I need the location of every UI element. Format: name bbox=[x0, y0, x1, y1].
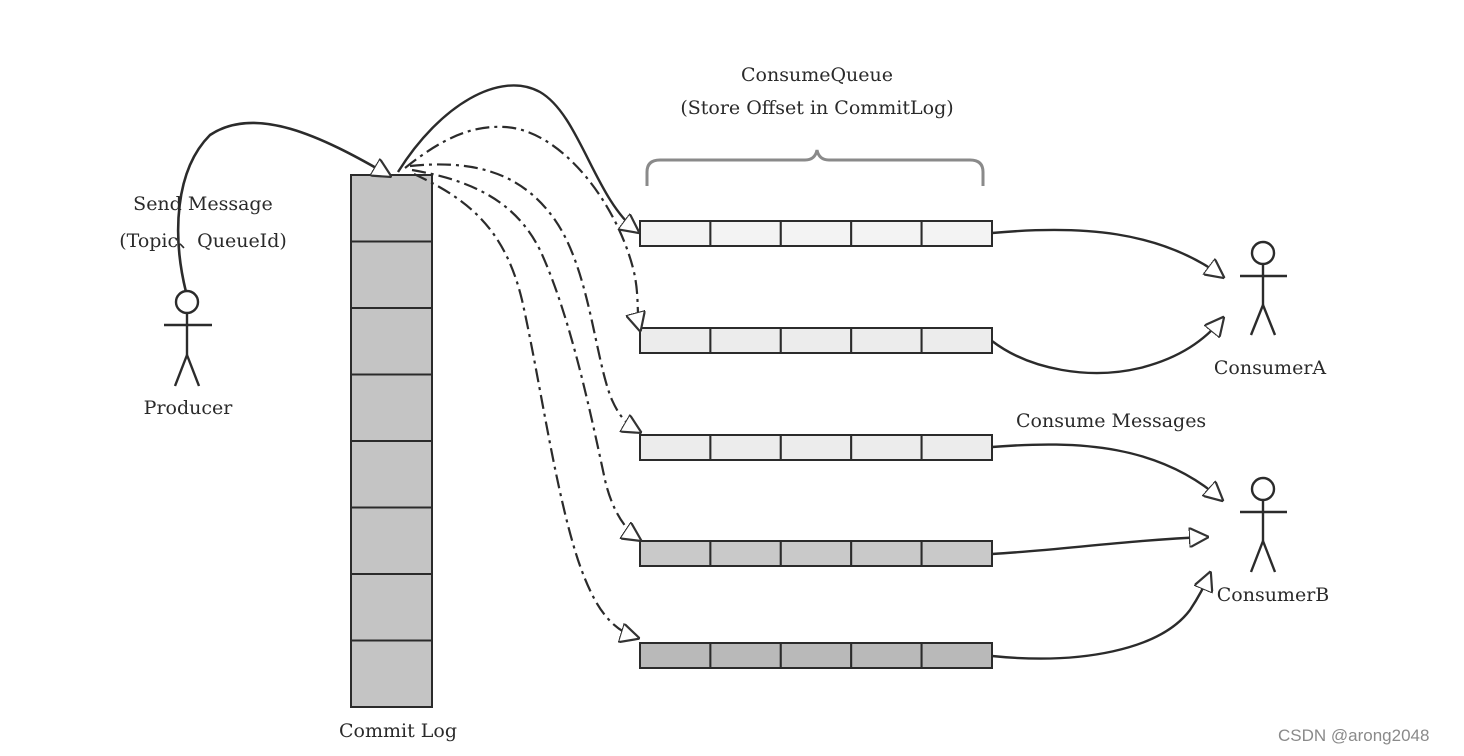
send-message-params: (Topic、QueueId) bbox=[119, 230, 287, 252]
consume-queue-cell bbox=[850, 434, 923, 461]
commit-log-cell bbox=[350, 240, 433, 309]
send-message-arrow bbox=[176, 121, 390, 293]
consume-queue-cell bbox=[920, 220, 993, 247]
consume-queue-cell bbox=[920, 642, 993, 669]
commit-log-cell bbox=[350, 573, 433, 642]
consume-queue-cell bbox=[779, 642, 853, 669]
consume-queue-cell bbox=[639, 642, 712, 669]
commit-log-cell bbox=[350, 373, 433, 442]
commit-log-cell bbox=[350, 174, 433, 243]
dispatch-arrow-queue-3 bbox=[409, 163, 640, 432]
consume-queue-cell bbox=[639, 327, 712, 354]
consume-queue-cell bbox=[639, 540, 712, 567]
consume-queue-cell bbox=[920, 327, 993, 354]
consumer-a-actor bbox=[1240, 240, 1287, 336]
consume-queue-cell bbox=[779, 540, 853, 567]
consume-queue-cell bbox=[779, 220, 853, 247]
send-message-label: Send Message bbox=[133, 193, 273, 215]
consume-queue-4 bbox=[639, 540, 993, 567]
consume-queue-cell bbox=[850, 327, 923, 354]
dispatch-arrow-queue-5 bbox=[413, 173, 638, 638]
consume-queue-title: ConsumeQueue bbox=[741, 64, 893, 86]
consume-queue-cell bbox=[709, 327, 782, 354]
dispatch-arrow-queue-4 bbox=[411, 168, 640, 540]
dispatch-arrow-queue-1 bbox=[396, 84, 638, 232]
watermark: CSDN @arong2048 bbox=[1278, 726, 1430, 745]
consume-queue-cell bbox=[709, 540, 782, 567]
consume-queue-subtitle: (Store Offset in CommitLog) bbox=[680, 97, 954, 119]
consume-queue-cell bbox=[709, 220, 782, 247]
commit-log-cell bbox=[350, 307, 433, 376]
consumer-a-label: ConsumerA bbox=[1213, 357, 1327, 379]
consume-queue-cell bbox=[709, 434, 782, 461]
consume-queue-cell bbox=[920, 540, 993, 567]
consume-queue-cell bbox=[850, 642, 923, 669]
consume-arrow-queue-1 bbox=[991, 228, 1223, 277]
producer-label: Producer bbox=[143, 397, 233, 419]
consume-arrow-queue-2 bbox=[991, 318, 1223, 375]
consume-queue-cell bbox=[850, 220, 923, 247]
consume-queue-cell bbox=[779, 434, 853, 461]
dispatch-arrow-queue-2 bbox=[404, 125, 640, 330]
consume-messages-label: Consume Messages bbox=[1016, 410, 1207, 432]
consumer-b-actor bbox=[1240, 476, 1287, 573]
commit-log-cell bbox=[350, 440, 433, 509]
consume-queue-5 bbox=[639, 642, 993, 669]
consume-queue-cell bbox=[709, 642, 782, 669]
consume-queue-2 bbox=[639, 327, 993, 354]
consume-queue-brace bbox=[645, 149, 985, 186]
consume-queue-1 bbox=[639, 220, 993, 247]
consume-queue-cell bbox=[639, 434, 712, 461]
commit-log-label: Commit Log bbox=[339, 720, 457, 742]
consume-queue-3 bbox=[639, 434, 993, 461]
consume-arrow-queue-3 bbox=[991, 443, 1222, 500]
consumer-b-label: ConsumerB bbox=[1216, 584, 1330, 606]
producer-actor bbox=[164, 289, 212, 387]
consume-queues bbox=[639, 220, 993, 669]
consume-arrow-queue-4 bbox=[991, 537, 1207, 556]
consume-queue-cell bbox=[920, 434, 993, 461]
consume-arrow-queue-5 bbox=[991, 573, 1210, 660]
consume-queue-cell bbox=[850, 540, 923, 567]
consume-queue-cell bbox=[779, 327, 853, 354]
consume-queue-cell bbox=[639, 220, 712, 247]
commit-log-cell bbox=[350, 639, 433, 708]
commit-log-cell bbox=[350, 506, 433, 575]
commit-log-column bbox=[350, 174, 433, 708]
